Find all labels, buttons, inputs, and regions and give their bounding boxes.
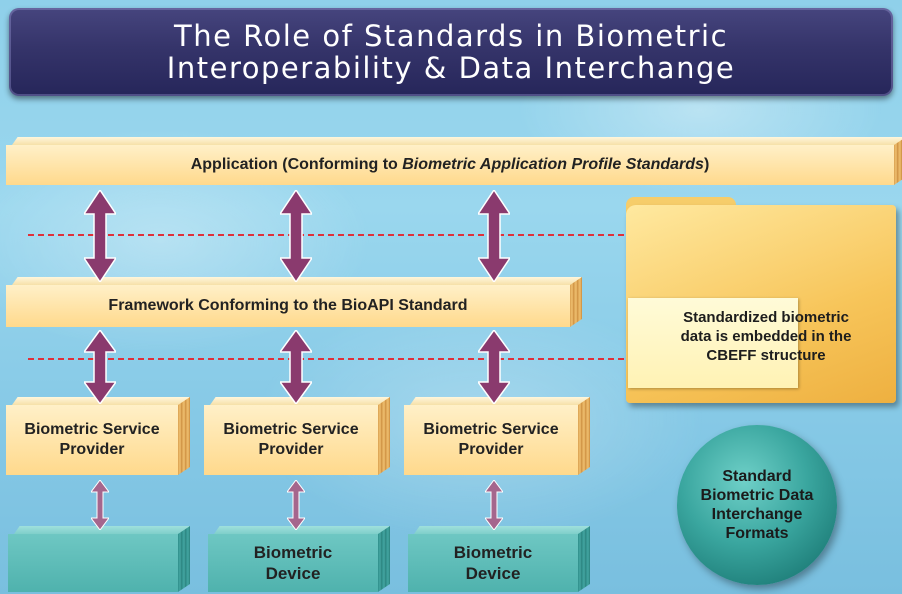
cbeff-card-line-2: data is embedded in the (680, 328, 852, 345)
application-label-italic: Biometric Application Profile Standards (402, 156, 704, 173)
dashed-separator-lower (28, 358, 624, 360)
double-arrow-app-framework-2 (280, 190, 312, 282)
double-arrow-framework-provider-2 (280, 330, 312, 404)
service-provider-box-2: Biometric Service Provider (204, 405, 378, 475)
double-arrow-app-framework-1 (84, 190, 116, 282)
diagram-title: The Role of Standards in Biometric Inter… (9, 8, 893, 96)
device-label-2: Biometric Device (253, 543, 333, 583)
cbeff-card-text: Standardized biometric data is embedded … (648, 308, 884, 365)
small-arrow-provider-device-1 (91, 480, 109, 530)
title-line-2: Interoperability & Data Interchange (166, 51, 736, 85)
device-box-2: Biometric Device (208, 534, 378, 592)
service-provider-box-3: Biometric Service Provider (404, 405, 578, 475)
title-line-1: The Role of Standards in Biometric (173, 19, 729, 53)
application-label: Application (Conforming to Biometric App… (191, 156, 710, 174)
device-label-3: Biometric Device (453, 543, 533, 583)
application-box: Application (Conforming to Biometric App… (6, 145, 894, 185)
service-provider-label-3: Biometric Service Provider (423, 421, 559, 458)
framework-box: Framework Conforming to the BioAPI Stand… (6, 285, 570, 327)
device-box-3: Biometric Device (408, 534, 578, 592)
data-interchange-formats-sphere: Standard Biometric Data Interchange Form… (677, 425, 837, 585)
application-label-prefix: Application (Conforming to (190, 156, 403, 173)
sphere-label: Standard Biometric Data Interchange Form… (700, 468, 814, 542)
small-arrow-provider-device-2 (287, 480, 305, 530)
service-provider-label-2: Biometric Service Provider (223, 421, 359, 458)
cbeff-data-card (628, 298, 798, 388)
dashed-separator-upper (28, 234, 624, 236)
service-provider-box-1: Biometric Service Provider (6, 405, 178, 475)
framework-label: Framework Conforming to the BioAPI Stand… (108, 297, 468, 314)
double-arrow-framework-provider-1 (84, 330, 116, 404)
device-box-1 (8, 534, 178, 592)
application-label-suffix: ) (703, 156, 710, 173)
cbeff-card-line-1: Standardized biometric (683, 309, 849, 326)
cbeff-card-line-3: CBEFF structure (706, 347, 826, 364)
double-arrow-app-framework-3 (478, 190, 510, 282)
small-arrow-provider-device-3 (485, 480, 503, 530)
service-provider-label-1: Biometric Service Provider (24, 421, 160, 458)
double-arrow-framework-provider-3 (478, 330, 510, 404)
